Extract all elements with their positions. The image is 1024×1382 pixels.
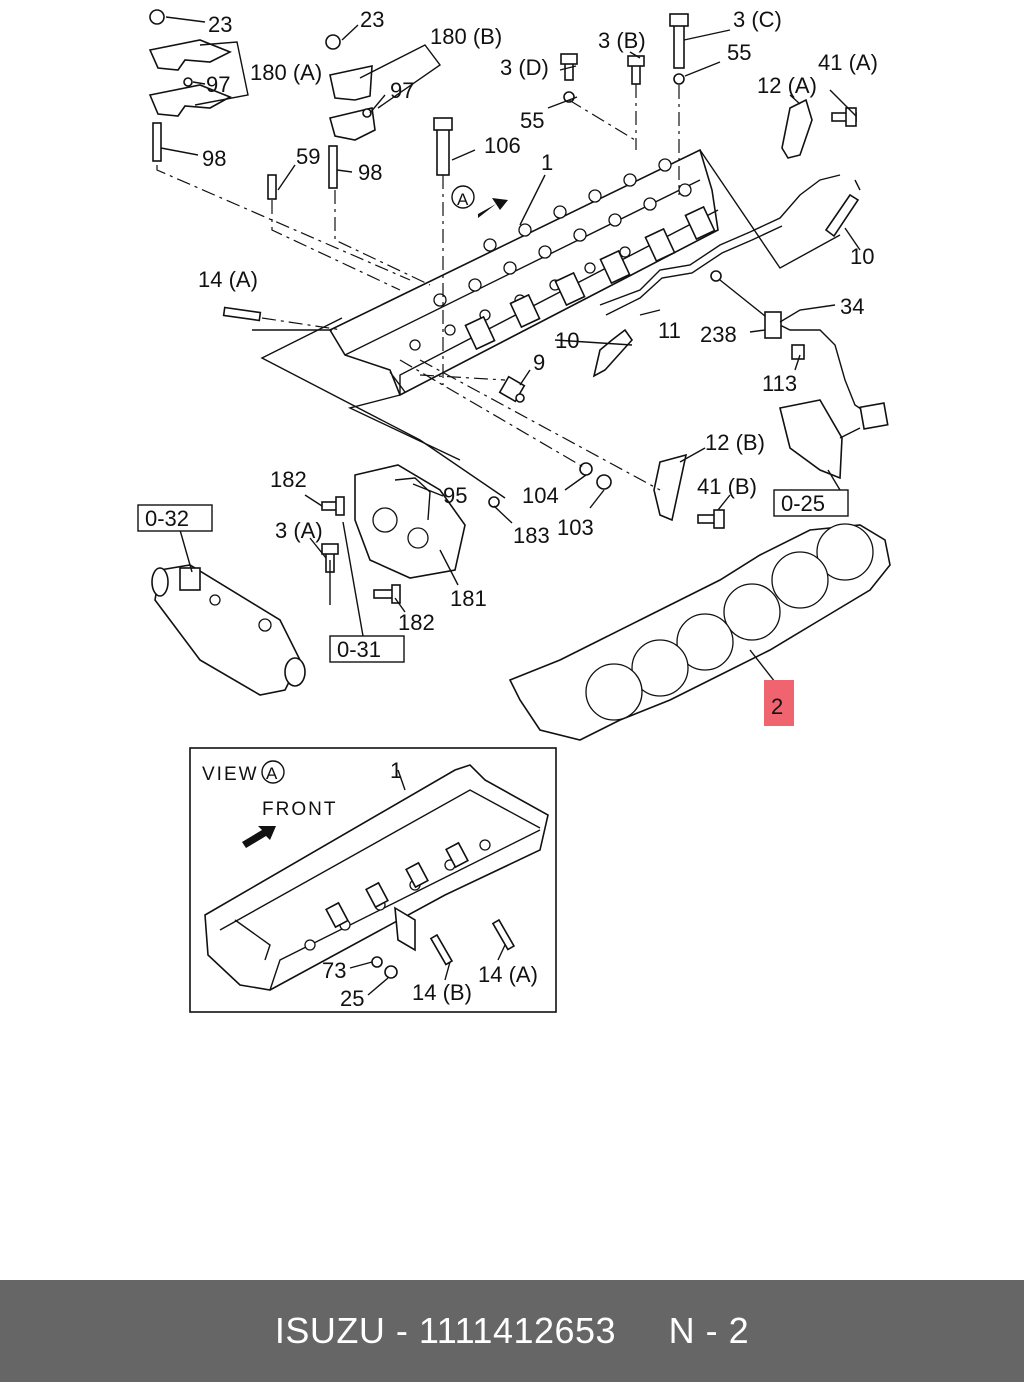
callout-95: 95 <box>443 483 467 508</box>
view-a-callout-25: 25 <box>340 986 364 1011</box>
parts-exploded-diagram: 23 180 (A) 97 98 23 180 (B) 97 98 59 106… <box>137 7 891 1013</box>
callout-180a: 180 (A) <box>250 60 322 85</box>
view-a-callout-1: 1 <box>390 758 402 783</box>
callout-98-right: 98 <box>358 160 382 185</box>
bearing-caps-right <box>267 34 376 200</box>
callout-104: 104 <box>522 483 559 508</box>
callout-59: 59 <box>296 144 320 169</box>
view-a-callout-14a: 14 (A) <box>478 962 538 987</box>
callout-113: 113 <box>762 371 797 396</box>
head-gasket <box>508 523 891 741</box>
bracket-12a <box>781 98 813 159</box>
inset-cylinder-head <box>204 764 549 991</box>
callout-41a: 41 (A) <box>818 50 878 75</box>
callout-180b: 180 (B) <box>430 24 502 49</box>
callout-55-left: 55 <box>520 108 544 133</box>
callout-106: 106 <box>484 133 521 158</box>
view-a-callout-14b: 14 (B) <box>412 980 472 1005</box>
front-arrow-icon <box>242 826 276 848</box>
callout-2: 2 <box>771 694 783 719</box>
view-direction-arrow-icon <box>478 198 508 218</box>
callout-182-top: 182 <box>270 467 307 492</box>
head-holes <box>409 158 701 351</box>
callout-23-left: 23 <box>208 12 232 37</box>
callout-23-right: 23 <box>360 7 384 32</box>
callout-labels: 23 180 (A) 97 98 23 180 (B) 97 98 59 106… <box>198 7 878 635</box>
ref-032-label: 0-32 <box>145 506 189 531</box>
callout-12a: 12 (A) <box>757 73 817 98</box>
callout-181: 181 <box>450 586 487 611</box>
callout-10-right: 10 <box>850 244 874 269</box>
exhaust-ports <box>464 205 716 351</box>
callout-41b: 41 (B) <box>697 474 757 499</box>
glow-plug-harness <box>592 174 861 378</box>
phantom-lines <box>156 84 680 491</box>
bracket-025 <box>779 399 843 480</box>
cylinder-head <box>328 148 719 397</box>
callout-182-bottom: 182 <box>398 610 435 635</box>
glow-plug-wire <box>710 270 889 430</box>
callout-3b: 3 (B) <box>598 28 646 53</box>
stud-14a <box>222 306 262 322</box>
ref-025-label: 0-25 <box>781 491 825 516</box>
highlighted-callout-2: 2 <box>764 680 794 726</box>
callout-10-left: 10 <box>555 328 579 353</box>
view-a-inset-marker: A <box>266 764 278 783</box>
callout-103: 103 <box>557 515 594 540</box>
bearing-caps-left <box>148 9 232 162</box>
callout-12b: 12 (B) <box>705 430 765 455</box>
callout-34: 34 <box>840 294 864 319</box>
view-a-title: VIEW <box>202 764 259 785</box>
ref-box-025: 0-25 <box>773 489 849 517</box>
injector-sleeve <box>433 117 453 176</box>
ref-box-032: 0-32 <box>137 504 213 532</box>
view-a-callout-73: 73 <box>322 958 346 983</box>
view-a-inset: VIEW A FRONT 1 <box>189 747 557 1013</box>
callout-3a: 3 (A) <box>275 518 323 543</box>
callout-97-left: 97 <box>206 72 230 97</box>
callout-1: 1 <box>541 150 553 175</box>
callout-98-left: 98 <box>202 146 226 171</box>
bracket-12b <box>653 453 725 529</box>
leader-lines <box>160 16 861 683</box>
callout-97-right: 97 <box>390 78 414 103</box>
callout-238: 238 <box>700 322 737 347</box>
callout-3c: 3 (C) <box>733 7 782 32</box>
view-a-marker-letter: A <box>457 190 469 209</box>
sensor-9 <box>498 375 526 403</box>
callout-55-top: 55 <box>727 40 751 65</box>
callout-9: 9 <box>533 350 545 375</box>
callout-183: 183 <box>513 523 550 548</box>
footer-bar: ISUZU - 1111412653 N - 2 <box>0 1280 1024 1382</box>
callout-3d: 3 (D) <box>500 55 549 80</box>
callout-14a: 14 (A) <box>198 267 258 292</box>
ref-box-031: 0-31 <box>329 635 405 663</box>
ref-031-label: 0-31 <box>337 637 381 662</box>
thermostat-housing <box>354 464 466 579</box>
view-a-front-label: FRONT <box>262 799 337 820</box>
coolant-pipe <box>151 564 306 696</box>
callout-11: 11 <box>658 318 681 343</box>
view-a-marker: A <box>451 185 508 218</box>
part-number-caption: ISUZU - 1111412653 N - 2 <box>274 1310 750 1351</box>
